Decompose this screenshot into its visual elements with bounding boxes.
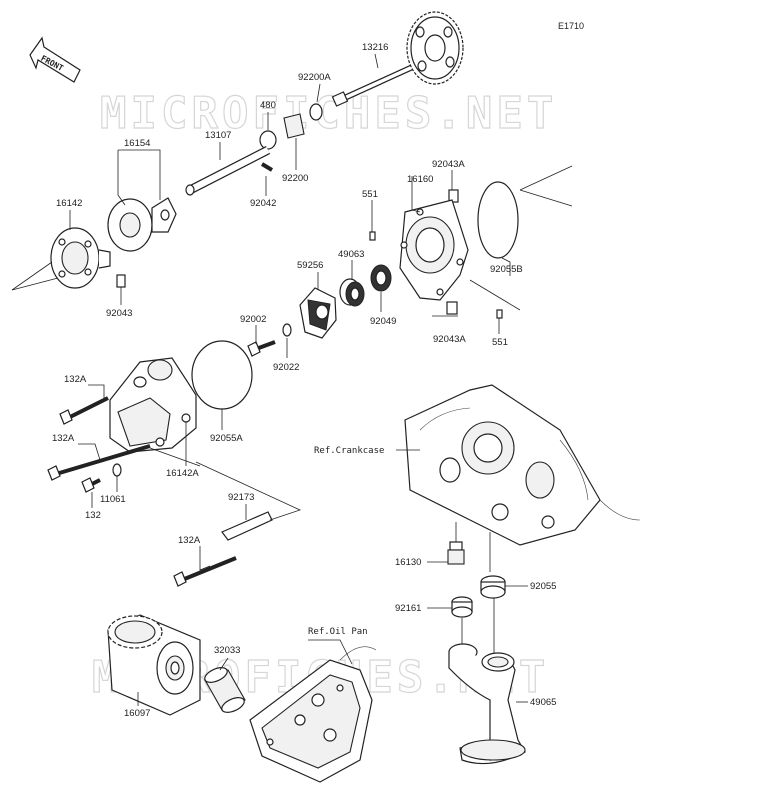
oil-filter-16097 — [107, 614, 201, 716]
collar-92161 — [451, 596, 473, 618]
label-16142a: 16142A — [166, 468, 199, 479]
label-480: 480 — [260, 100, 276, 111]
pump-housing-16142a — [109, 357, 197, 453]
strainer-49065 — [448, 643, 526, 765]
dowel-92043 — [116, 274, 126, 288]
label-16097: 16097 — [124, 708, 150, 719]
label-132: 132 — [85, 510, 101, 521]
label-92042: 92042 — [250, 198, 276, 209]
label-132a-c: 132A — [178, 535, 201, 546]
oring-92055a — [191, 340, 253, 410]
label-16142: 16142 — [56, 198, 82, 209]
fitting-16130 — [447, 541, 465, 565]
front-arrow-icon: FRONT — [29, 36, 81, 83]
label-92200: 92200 — [282, 173, 308, 184]
bolt-132a-b — [47, 444, 151, 481]
clamp-92173 — [221, 511, 273, 541]
label-13107: 13107 — [205, 130, 231, 141]
label-92049: 92049 — [370, 316, 396, 327]
label-16160: 16160 — [407, 174, 433, 185]
gear-shaft-13216 — [331, 11, 464, 107]
bolt-132 — [81, 477, 101, 493]
bolt-132a-c — [173, 556, 237, 587]
label-132a-a: 132A — [64, 374, 87, 385]
bolt-92002 — [247, 340, 276, 357]
label-92161: 92161 — [395, 603, 421, 614]
label-13216: 13216 — [362, 42, 388, 53]
label-49065: 49065 — [530, 697, 556, 708]
dowel-92043a-b — [446, 301, 458, 315]
label-92055a: 92055A — [210, 433, 243, 444]
label-92055b: 92055B — [490, 264, 523, 275]
label-92043: 92043 — [106, 308, 132, 319]
label-551-a: 551 — [362, 189, 378, 200]
oil-pan-ref — [249, 646, 377, 783]
leader-lines — [11, 53, 573, 706]
label-92055: 92055 — [530, 581, 556, 592]
circlip-480 — [259, 130, 277, 150]
label-92002: 92002 — [240, 314, 266, 325]
oring-92055 — [480, 575, 506, 599]
label-92173: 92173 — [228, 492, 254, 503]
label-59256: 59256 — [297, 260, 323, 271]
label-16130: 16130 — [395, 557, 421, 568]
label-551-b: 551 — [492, 337, 508, 348]
watermark-top: MICROFICHES.NET — [100, 88, 557, 139]
label-92200a: 92200A — [298, 72, 331, 83]
shaft-13107 — [185, 145, 271, 196]
label-ref-oil-pan: Ref.Oil Pan — [308, 627, 368, 637]
label-49063: 49063 — [338, 249, 364, 260]
washer-92022 — [282, 323, 292, 337]
bolt-132a-a — [59, 396, 109, 425]
part-labels: 13216 92200A 480 13107 16154 92200 92042… — [52, 42, 556, 719]
pin-551-b — [496, 309, 503, 319]
washer-92200a — [309, 103, 323, 121]
seal-49063 — [339, 278, 365, 307]
label-16154: 16154 — [124, 138, 150, 149]
crankcase-ref — [404, 384, 641, 546]
pipe-32033 — [204, 667, 246, 713]
washer-11061 — [112, 463, 122, 477]
rotor-16154 — [107, 197, 177, 252]
dowel-92043a-a — [448, 189, 459, 203]
label-11061: 11061 — [100, 494, 126, 505]
label-132a-b: 132A — [52, 433, 75, 444]
seal-92049 — [370, 264, 392, 292]
label-92043a-b: 92043A — [433, 334, 466, 345]
cover-16160 — [399, 199, 469, 301]
oring-92055b — [477, 181, 519, 259]
plate-92200 — [283, 113, 305, 139]
label-92022: 92022 — [273, 362, 299, 373]
pump-body-16142 — [50, 227, 111, 289]
label-92043a-a: 92043A — [432, 159, 465, 170]
label-32033: 32033 — [214, 645, 240, 656]
pin-551-a — [369, 231, 376, 241]
diagram-code: E1710 — [558, 21, 584, 31]
pin-92042 — [260, 162, 274, 172]
label-ref-crankcase: Ref.Crankcase — [314, 446, 384, 456]
impeller-59256 — [299, 287, 337, 339]
